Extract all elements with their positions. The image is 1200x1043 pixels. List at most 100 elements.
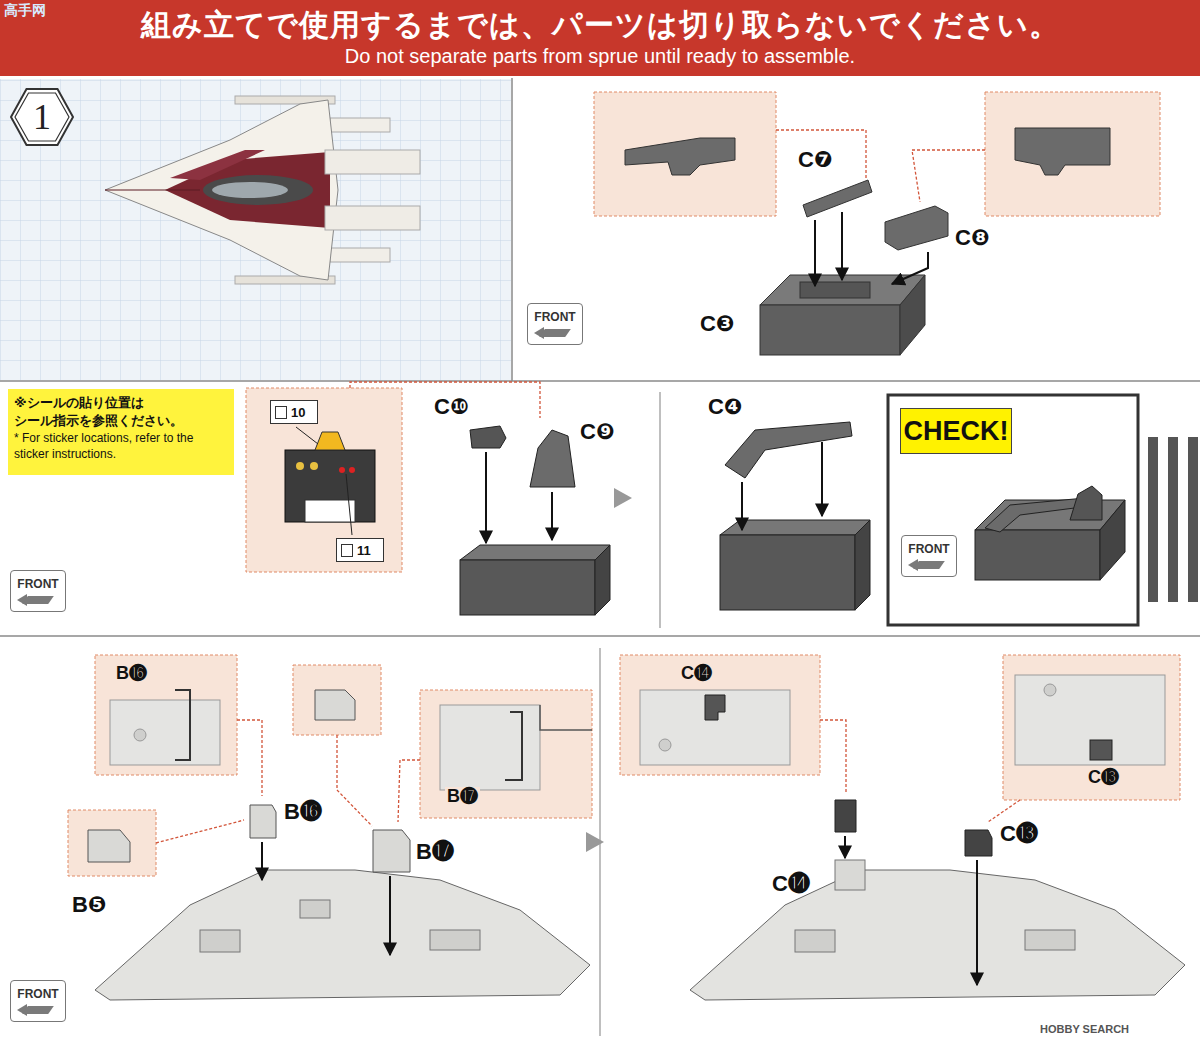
step-middle-part bbox=[460, 545, 610, 560]
step-bottom-part bbox=[88, 830, 130, 862]
overview-ship-part bbox=[212, 182, 288, 198]
step-top-right-part bbox=[885, 206, 948, 250]
step-middle-part bbox=[975, 530, 1100, 580]
node-subtext: Do not separate parts from sprue until r… bbox=[345, 44, 855, 68]
part-label: C❽ bbox=[955, 226, 990, 249]
step-bottom-part bbox=[315, 690, 355, 720]
step-middle-part bbox=[821, 442, 823, 516]
step-bottom-part bbox=[540, 705, 592, 730]
step-middle-part bbox=[741, 482, 743, 530]
step-top-right-part bbox=[625, 138, 735, 175]
node-text: 10 bbox=[291, 404, 305, 422]
overview-ship-part bbox=[203, 175, 313, 205]
node-text: C⓭ bbox=[1086, 768, 1121, 788]
step-bottom-part bbox=[389, 876, 391, 955]
step-bottom-part bbox=[175, 690, 190, 760]
step-bottom-part bbox=[398, 760, 420, 822]
overview-ship-part bbox=[325, 206, 420, 230]
step-bottom-part bbox=[110, 700, 220, 765]
step-middle-part bbox=[888, 395, 1138, 625]
hexagon-line bbox=[15, 93, 69, 141]
watermark: 高手网 bbox=[4, 3, 46, 18]
section-dividers-part bbox=[511, 78, 513, 381]
step-bottom-part bbox=[820, 720, 846, 794]
step-middle bbox=[246, 382, 1198, 625]
overview-ship-part bbox=[330, 118, 390, 132]
step-middle-part bbox=[346, 474, 352, 535]
overview-ship bbox=[0, 79, 511, 380]
step-bottom-part bbox=[95, 870, 590, 1000]
step-bottom-part bbox=[250, 805, 276, 838]
step-bottom-part bbox=[430, 930, 480, 950]
step-bottom-part bbox=[261, 842, 263, 880]
node-text: FRONT bbox=[17, 988, 58, 1000]
node-text: ※シールの貼り位置は シール指示を参照ください。 bbox=[14, 394, 228, 429]
sticker-number: 10 bbox=[270, 400, 318, 424]
step-bottom-part bbox=[440, 705, 540, 790]
step-middle-part bbox=[1070, 486, 1102, 520]
step-top-right-part bbox=[912, 150, 985, 202]
section-dividers-part bbox=[659, 392, 661, 628]
step-middle-part bbox=[485, 452, 487, 543]
node-text: 11 bbox=[357, 542, 371, 560]
detail-panel: B⓰ bbox=[95, 655, 237, 775]
step-top-right-part bbox=[892, 252, 928, 284]
node-text: FRONT bbox=[17, 578, 58, 590]
step-bottom-part bbox=[156, 820, 244, 843]
step-middle-part bbox=[339, 467, 345, 473]
step-number: 1 bbox=[10, 88, 74, 146]
step-middle-part bbox=[349, 467, 355, 473]
sticker-number: 11 bbox=[336, 538, 384, 562]
part-label: C❼ bbox=[798, 148, 833, 171]
overview-ship-part bbox=[0, 79, 511, 380]
step-bottom-part bbox=[1025, 930, 1075, 950]
step-middle-part bbox=[1188, 437, 1198, 602]
step-top-right-part bbox=[760, 305, 900, 355]
node-text: CHECK! bbox=[904, 418, 1009, 445]
detail-panel: C⓮ bbox=[620, 655, 820, 775]
step-middle-part bbox=[460, 560, 595, 615]
step-bottom-part bbox=[300, 900, 330, 918]
step-top-right-part bbox=[985, 92, 1160, 216]
sticker-note: ※シールの貼り位置は シール指示を参照ください。* For sticker lo… bbox=[8, 389, 234, 475]
step-bottom-part bbox=[1090, 740, 1112, 760]
step-middle-part bbox=[614, 488, 632, 508]
step-middle-part bbox=[305, 500, 355, 522]
step-bottom-part bbox=[1015, 675, 1165, 765]
part-label: B❺ bbox=[72, 893, 107, 916]
front-indicator: FRONT bbox=[10, 980, 66, 1022]
step-middle-part bbox=[1168, 437, 1178, 602]
part-label: C⓭ bbox=[1000, 822, 1038, 845]
step-bottom-part bbox=[976, 860, 978, 985]
step-middle-part bbox=[725, 422, 852, 478]
step-bottom-part bbox=[965, 830, 992, 856]
step-middle-part bbox=[296, 462, 304, 470]
step-bottom-part bbox=[95, 655, 237, 775]
node-text: B⓱ bbox=[445, 787, 480, 807]
section-dividers bbox=[0, 78, 1200, 1036]
part-label: C❹ bbox=[708, 395, 743, 418]
part-label: C❾ bbox=[580, 420, 615, 443]
step-middle-part bbox=[1100, 500, 1125, 580]
header-band: 組み立てで使用するまでは、パーツは切り取らないでください。Do not sepa… bbox=[0, 0, 1200, 76]
step-middle-part bbox=[1148, 437, 1158, 602]
node-text: FRONT bbox=[534, 311, 575, 323]
step-bottom-part bbox=[1003, 655, 1180, 800]
part-label: C❿ bbox=[434, 395, 469, 418]
step-middle-part bbox=[285, 450, 375, 522]
part-label: C❸ bbox=[700, 312, 735, 335]
step-top-right-part bbox=[814, 220, 816, 286]
step-bottom-part bbox=[835, 860, 865, 890]
step-top-right-part bbox=[800, 282, 870, 298]
section-dividers-part bbox=[0, 380, 1200, 382]
step-bottom-part bbox=[586, 832, 604, 852]
part-label: C⓮ bbox=[772, 872, 810, 895]
step-middle-part bbox=[470, 426, 506, 448]
step-bottom-part bbox=[237, 720, 262, 796]
part-label: B⓰ bbox=[284, 800, 322, 823]
step-bottom-part bbox=[690, 870, 1185, 1000]
check-badge: CHECK! bbox=[900, 408, 1012, 454]
step-bottom-part bbox=[795, 930, 835, 952]
node-subtext: * For sticker locations, refer to the st… bbox=[14, 431, 228, 462]
